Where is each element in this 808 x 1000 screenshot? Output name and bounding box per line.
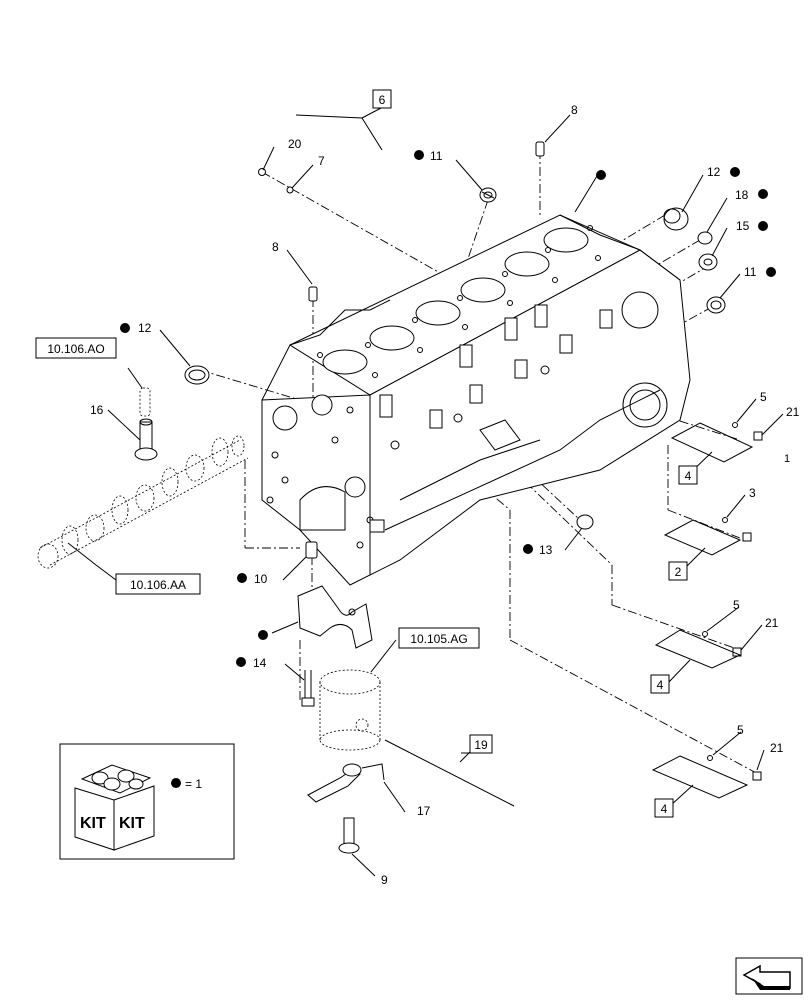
callout-20: 20	[288, 137, 302, 151]
kit-legend: KIT KIT = 1	[59, 743, 235, 860]
washer-bolt-set-a	[732, 422, 763, 441]
callout-5-a: 5	[760, 390, 767, 404]
kit-bullet-11-right	[766, 267, 776, 277]
plug-part-11-right	[706, 296, 726, 314]
push-rod-dotted	[139, 387, 151, 417]
kit-bullet-11-top	[414, 150, 424, 160]
ref-box-4-lower-label: 4	[661, 802, 668, 816]
part-15	[698, 253, 718, 271]
cooling-jet-part-17	[307, 763, 385, 803]
kit-bullet-bearing-cap	[258, 630, 268, 640]
callout-13: 13	[539, 543, 553, 557]
part-20-icon	[258, 168, 266, 176]
ref-box-2[interactable]: 2	[668, 561, 688, 581]
ref-box-10-106-aa-label: 10.106.AA	[130, 578, 186, 592]
washer-bolt-set-2	[722, 517, 752, 542]
callout-17: 17	[417, 804, 431, 818]
tappet-part-16	[134, 418, 158, 461]
callout-12-left: 12	[138, 321, 152, 335]
ref-box-10-105-ag[interactable]: 10.105.AG	[398, 627, 480, 649]
kit-bullet-15	[758, 221, 768, 231]
kit-bullet-18	[758, 189, 768, 199]
kit-bullet-13	[523, 544, 533, 554]
main-bearing-cap	[297, 585, 373, 649]
kit-bullet-12-left	[120, 323, 130, 333]
kit-bullet-12-right	[730, 167, 740, 177]
callout-7: 7	[318, 154, 325, 168]
group-brackets	[295, 107, 754, 807]
bolt-part-14	[301, 670, 315, 707]
callout-21-c: 21	[770, 741, 784, 755]
callout-8-left: 8	[272, 240, 279, 254]
callout-3: 3	[749, 486, 756, 500]
kit-legend-equals: = 1	[185, 777, 202, 791]
piston-dotted	[319, 669, 381, 751]
plug-part-13	[576, 514, 594, 530]
ref-box-4-upper[interactable]: 4	[678, 465, 698, 485]
callout-8-top: 8	[571, 103, 578, 117]
ref-box-10-106-ao[interactable]: 10.106.AO	[35, 337, 117, 359]
dowel-part-10	[305, 541, 318, 559]
ref-box-19[interactable]: 19	[469, 734, 493, 754]
ref-box-10-105-ag-label: 10.105.AG	[410, 632, 467, 646]
leader-lines	[67, 114, 784, 877]
ref-box-6-label: 6	[379, 93, 386, 107]
plug-part-11-top	[479, 187, 497, 203]
dowel-part-8-top	[535, 141, 545, 157]
callout-labels: 20 7 8 11 12 18 15 11 8 12 16 5 21 1 3 5…	[90, 103, 800, 887]
washer-bolt-set-c	[707, 755, 762, 781]
plug-part-12-right	[663, 207, 689, 231]
ref-box-10-106-ao-label: 10.106.AO	[47, 342, 104, 356]
engine-block	[261, 214, 691, 586]
bolt-part-9	[338, 817, 360, 854]
callout-1: 1	[784, 453, 790, 465]
dowel-part-8-left	[308, 286, 318, 302]
cylinder-bores	[322, 227, 589, 375]
callout-14: 14	[253, 656, 267, 670]
ref-box-6[interactable]: 6	[372, 89, 392, 109]
callout-5-c: 5	[737, 723, 744, 737]
ref-box-4-middle[interactable]: 4	[650, 674, 670, 694]
washer-bolt-set-b	[702, 631, 742, 657]
camshaft	[37, 435, 249, 569]
kit-bullet-10	[237, 573, 247, 583]
plug-part-12-left	[184, 365, 210, 385]
ref-box-10-106-aa[interactable]: 10.106.AA	[115, 573, 201, 595]
callout-21-b: 21	[765, 616, 779, 630]
kit-legend-bullet	[171, 778, 181, 788]
callout-16: 16	[90, 403, 104, 417]
ref-box-4-middle-label: 4	[657, 678, 664, 692]
ref-box-2-label: 2	[675, 565, 682, 579]
ref-box-4-upper-label: 4	[685, 469, 692, 483]
callout-15: 15	[736, 219, 750, 233]
kit-word-left: KIT	[80, 815, 106, 832]
part-18	[697, 231, 713, 245]
ref-box-4-lower[interactable]: 4	[654, 798, 674, 818]
callout-9: 9	[381, 873, 388, 887]
part-7-icon	[286, 186, 294, 194]
navigation-arrow-icon[interactable]	[735, 957, 803, 995]
callout-5-b: 5	[733, 598, 740, 612]
kit-bullet-14	[236, 657, 246, 667]
callout-11-top: 11	[430, 149, 443, 163]
ref-box-19-label: 19	[474, 738, 488, 752]
kit-bullet-block	[596, 170, 606, 180]
kit-box-icon: KIT KIT	[74, 764, 155, 851]
callout-12-right: 12	[707, 165, 721, 179]
callout-11-right: 11	[744, 265, 757, 279]
deck-holes	[317, 225, 601, 378]
callout-21-a: 21	[786, 405, 800, 419]
callout-18: 18	[735, 188, 749, 202]
kit-word-right: KIT	[119, 815, 145, 832]
callout-10: 10	[254, 572, 268, 586]
